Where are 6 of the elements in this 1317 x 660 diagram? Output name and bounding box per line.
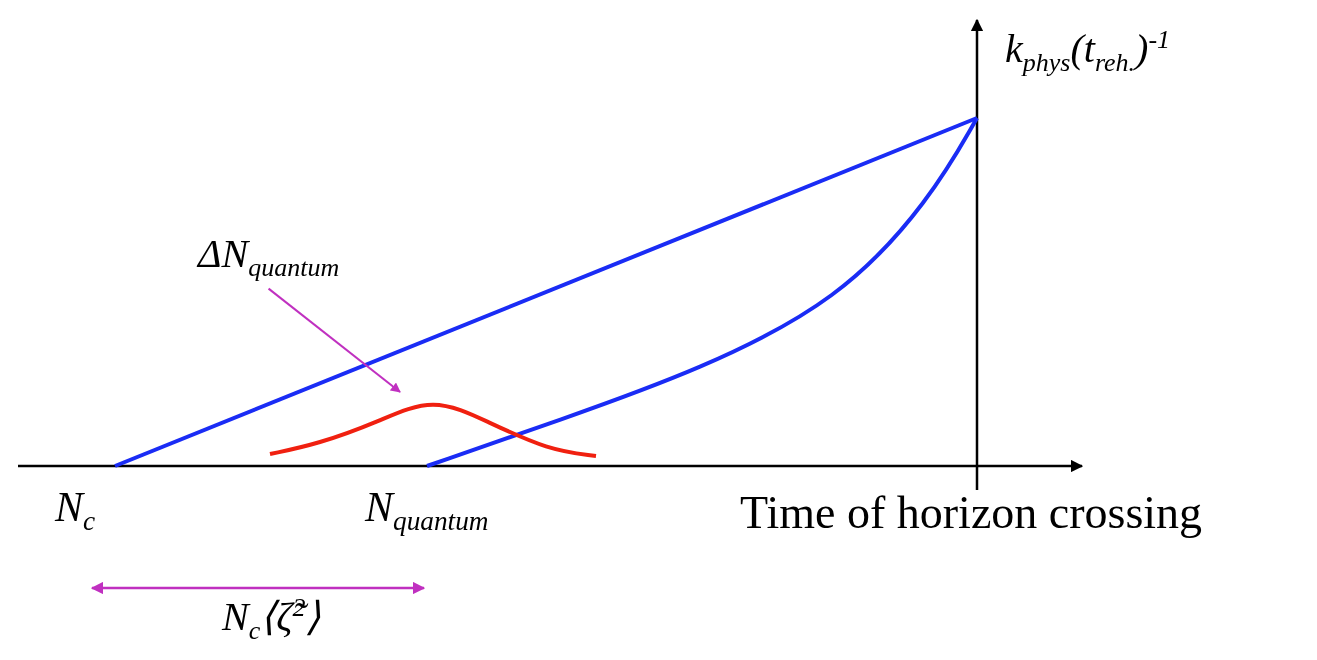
tick-label: N$_{quantum}$: [365, 484, 489, 537]
tick-label: N$_{c}$: [55, 484, 96, 537]
axis-title: Time of horizon crossing: [740, 488, 1203, 539]
delta-n-label: ΔN$_{quantum}$: [198, 232, 340, 283]
arrow: [267, 287, 401, 393]
axis-label: k$_{phys}$(t$_{reh.}$)$^{-1}$: [1005, 26, 1171, 78]
